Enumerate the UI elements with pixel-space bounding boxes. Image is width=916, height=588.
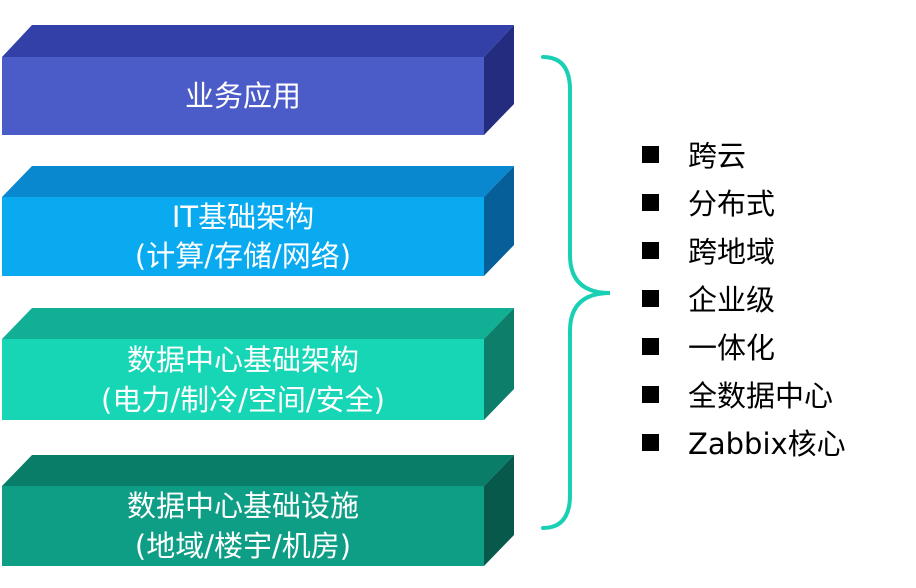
list-item: 全数据中心 xyxy=(642,370,846,418)
grouping-brace xyxy=(541,55,611,530)
layer-front-face xyxy=(2,339,484,420)
layer-top-face xyxy=(2,308,514,339)
bullet-square-icon xyxy=(642,145,659,163)
layer-top-face xyxy=(2,25,514,57)
list-item: 一体化 xyxy=(642,322,846,370)
feature-label: 分布式 xyxy=(688,187,776,221)
bullet-square-icon xyxy=(642,433,659,451)
feature-list: 跨云 分布式 跨地域 企业级 一体化 全数据中心 Zabbix核心 xyxy=(642,130,846,466)
layer-front-face xyxy=(2,486,484,566)
bullet-square-icon xyxy=(642,385,659,403)
feature-label: 企业级 xyxy=(688,283,776,317)
bullet-square-icon xyxy=(642,241,659,259)
layer-top-face xyxy=(2,166,514,197)
layer-front-face xyxy=(2,57,484,135)
layer-subtitle: (地域/楼宇/机房) xyxy=(135,529,351,563)
feature-label: Zabbix核心 xyxy=(688,427,846,461)
list-item: 跨地域 xyxy=(642,226,846,274)
feature-label: 全数据中心 xyxy=(688,379,834,413)
list-item: 企业级 xyxy=(642,274,846,322)
layer-title: 业务应用 xyxy=(185,79,301,113)
bullet-square-icon xyxy=(642,193,659,211)
bullet-square-icon xyxy=(642,337,659,355)
layer-title: IT基础架构 xyxy=(172,200,314,234)
layer-top-face xyxy=(2,455,514,486)
layer-subtitle: (电力/制冷/空间/安全) xyxy=(101,383,385,417)
layer-side-face xyxy=(484,308,514,420)
feature-label: 一体化 xyxy=(688,331,776,365)
list-item: Zabbix核心 xyxy=(642,418,846,466)
bullet-square-icon xyxy=(642,289,659,307)
feature-label: 跨云 xyxy=(688,139,747,173)
layer-title: 数据中心基础架构 xyxy=(127,343,359,377)
list-item: 跨云 xyxy=(642,130,846,178)
layer-business-applications: 业务应用 xyxy=(2,25,514,135)
layer-front-face xyxy=(2,197,484,276)
feature-label: 跨地域 xyxy=(688,235,776,269)
layer-title: 数据中心基础设施 xyxy=(127,489,359,523)
layer-it-infrastructure: IT基础架构 (计算/存储/网络) xyxy=(2,166,514,276)
layer-datacenter-infrastructure: 数据中心基础架构 (电力/制冷/空间/安全) xyxy=(2,308,514,420)
layer-subtitle: (计算/存储/网络) xyxy=(135,239,351,273)
layer-datacenter-facilities: 数据中心基础设施 (地域/楼宇/机房) xyxy=(2,455,514,566)
layer-side-face xyxy=(484,455,514,566)
list-item: 分布式 xyxy=(642,178,846,226)
layer-side-face xyxy=(484,25,514,135)
layer-side-face xyxy=(484,166,514,276)
